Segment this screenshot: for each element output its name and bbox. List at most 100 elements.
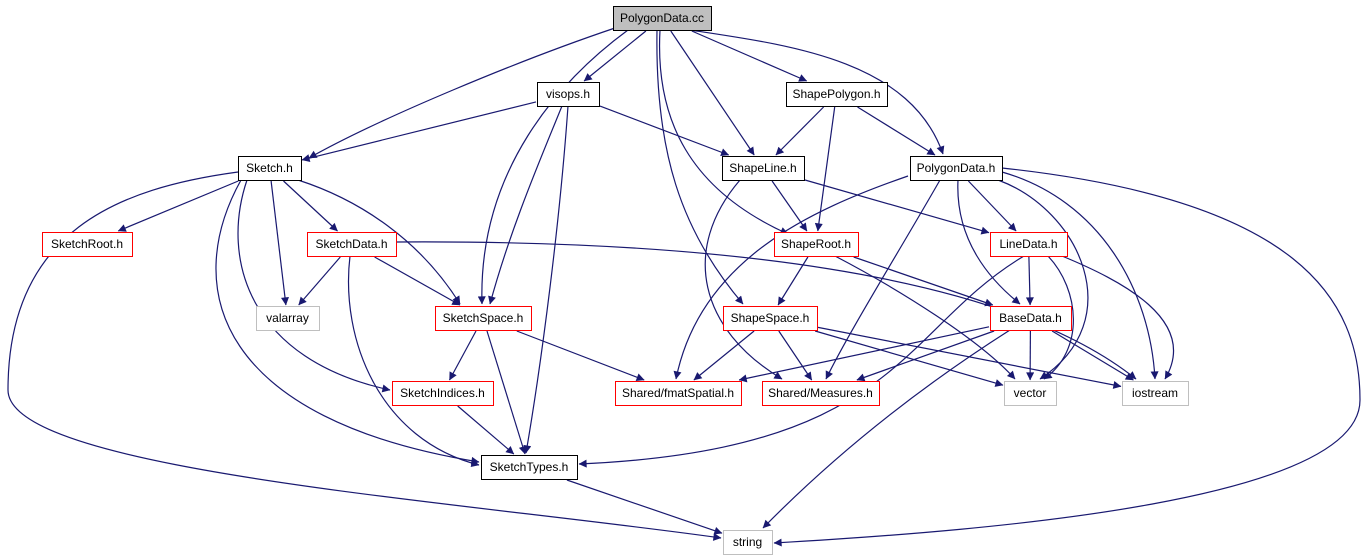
edge-sketch-h-to-valarray [270, 180, 289, 306]
edge-sketch-h-to-sketchindices-h [237, 179, 391, 393]
node-box-shaperoot-h [774, 232, 859, 257]
node-label-basedata-h: BaseData.h [999, 311, 1062, 325]
edge-sketchspace-h-to-sketchindices-h [448, 330, 477, 381]
edge-shapepolygon-h-to-polygondata-h [857, 106, 936, 156]
edge-shapeline-h-to-linedata-h [804, 179, 990, 235]
edge-sketchspace-h-to-fmatspatial-h [516, 330, 645, 382]
node-label-sketchspace-h: SketchSpace.h [443, 311, 524, 325]
edge-polygondata-cc-to-sketchspace-h [477, 29, 629, 305]
node-label-shaperoot-h: ShapeRoot.h [781, 237, 851, 251]
edge-linedata-h-to-iostream [1061, 255, 1174, 380]
node-sketchspace-h[interactable]: SketchSpace.h [435, 306, 532, 331]
node-label-polygondata-h: PolygonData.h [917, 161, 996, 175]
edge-sketch-h-to-sketchtypes-h [215, 179, 480, 465]
node-box-shapespace-h [723, 306, 818, 331]
node-box-valarray [256, 306, 320, 331]
edge-basedata-h-to-string [762, 329, 1011, 529]
edge-sketchdata-h-to-valarray [298, 256, 341, 306]
node-label-string: string [733, 535, 762, 549]
node-polygondata-h[interactable]: PolygonData.h [910, 156, 1003, 181]
edge-sketch-h-to-sketchspace-h [297, 179, 461, 305]
node-valarray: valarray [256, 306, 320, 331]
edge-sketchspace-h-to-sketchtypes-h [486, 330, 527, 455]
edge-basedata-h-to-measures-h [856, 330, 995, 382]
node-box-polygondata-cc [613, 6, 712, 31]
edge-linedata-h-to-sketchtypes-h [578, 255, 1025, 468]
node-label-shapepolygon-h: ShapePolygon.h [792, 87, 880, 101]
edge-basedata-h-to-fmatspatial-h [738, 326, 990, 383]
edge-visops-h-to-sketch-h [301, 101, 537, 162]
node-label-linedata-h: LineData.h [999, 237, 1057, 251]
edge-basedata-h-to-iostream [1051, 330, 1134, 381]
edge-sketchdata-h-to-sketchspace-h [374, 256, 461, 306]
edge-sketchindices-h-to-sketchtypes-h [457, 405, 515, 455]
node-box-visops-h [537, 82, 600, 107]
node-label-visops-h: visops.h [546, 87, 590, 101]
edge-visops-h-to-sketchspace-h [488, 105, 563, 305]
edge-polygondata-cc-to-polygondata-h [689, 29, 945, 155]
edge-polygondata-h-to-fmatspatial-h [673, 175, 909, 380]
edge-polygondata-cc-to-shapepolygon-h [691, 30, 808, 82]
node-sketchindices-h[interactable]: SketchIndices.h [392, 381, 494, 406]
node-sketchdata-h[interactable]: SketchData.h [307, 232, 397, 257]
node-linedata-h[interactable]: LineData.h [990, 232, 1068, 257]
node-shaperoot-h[interactable]: ShapeRoot.h [774, 232, 859, 257]
edge-polygondata-h-to-iostream [1001, 171, 1159, 380]
node-box-sketchdata-h [307, 232, 397, 257]
node-label-sketchroot-h: SketchRoot.h [51, 237, 123, 251]
edge-shapespace-h-to-vector [814, 330, 1004, 387]
node-box-sketch-h [238, 156, 302, 181]
node-label-polygondata-cc: PolygonData.cc [620, 11, 704, 25]
node-box-fmatspatial-h [615, 381, 742, 406]
edge-sketchdata-h-to-sketchtypes-h [347, 255, 480, 468]
edge-sketchtypes-h-to-string [566, 479, 723, 535]
node-sketchtypes-h[interactable]: SketchTypes.h [481, 455, 578, 480]
node-visops-h[interactable]: visops.h [537, 82, 600, 107]
node-polygondata-cc[interactable]: PolygonData.cc [613, 6, 712, 31]
node-label-sketchtypes-h: SketchTypes.h [490, 460, 569, 474]
edge-shapeline-h-to-measures-h [704, 179, 783, 380]
edge-sketch-h-to-sketchdata-h [283, 180, 338, 232]
node-label-shapeline-h: ShapeLine.h [729, 161, 796, 175]
edge-shaperoot-h-to-vector [834, 255, 1016, 380]
node-box-sketchindices-h [392, 381, 494, 406]
edge-linedata-h-to-vector [1043, 255, 1074, 380]
node-box-vector [1004, 381, 1057, 406]
edges-layer [7, 27, 1361, 547]
node-label-valarray: valarray [266, 311, 309, 325]
edge-sketch-h-to-sketchroot-h [117, 180, 239, 232]
node-label-sketch-h: Sketch.h [246, 161, 293, 175]
edge-shaperoot-h-to-basedata-h [853, 256, 994, 307]
node-box-iostream [1122, 381, 1189, 406]
edge-shapepolygon-h-to-shapeline-h [775, 106, 825, 156]
edge-polygondata-cc-to-sketch-h [308, 27, 616, 159]
edge-sketch-h-to-string [7, 171, 722, 541]
node-sketchroot-h[interactable]: SketchRoot.h [42, 232, 133, 257]
node-box-measures-h [762, 381, 880, 406]
node-shapeline-h[interactable]: ShapeLine.h [722, 156, 805, 181]
node-sketch-h[interactable]: Sketch.h [238, 156, 302, 181]
edge-sketchdata-h-to-iostream [395, 241, 1137, 380]
node-label-sketchindices-h: SketchIndices.h [400, 386, 485, 400]
node-fmatspatial-h[interactable]: Shared/fmatSpatial.h [615, 381, 742, 406]
node-label-shapespace-h: ShapeSpace.h [731, 311, 810, 325]
node-basedata-h[interactable]: BaseData.h [990, 306, 1072, 331]
edge-shaperoot-h-to-shapespace-h [777, 256, 809, 306]
edge-polygondata-cc-to-visops-h [583, 30, 647, 82]
node-box-linedata-h [990, 232, 1068, 257]
node-vector: vector [1004, 381, 1057, 406]
node-label-fmatspatial-h: Shared/fmatSpatial.h [622, 386, 734, 400]
edge-shapespace-h-to-measures-h [778, 330, 813, 381]
node-shapespace-h[interactable]: ShapeSpace.h [723, 306, 818, 331]
node-label-iostream: iostream [1132, 386, 1178, 400]
node-box-shapepolygon-h [786, 82, 888, 107]
edge-polygondata-cc-to-shapespace-h [656, 29, 744, 305]
node-measures-h[interactable]: Shared/Measures.h [762, 381, 880, 406]
node-shapepolygon-h[interactable]: ShapePolygon.h [786, 82, 888, 107]
node-box-sketchtypes-h [481, 455, 578, 480]
node-box-string [723, 530, 773, 555]
edge-visops-h-to-sketchtypes-h [523, 105, 569, 454]
edge-polygondata-cc-to-shapeline-h [670, 30, 755, 156]
edge-visops-h-to-shapeline-h [599, 105, 730, 157]
